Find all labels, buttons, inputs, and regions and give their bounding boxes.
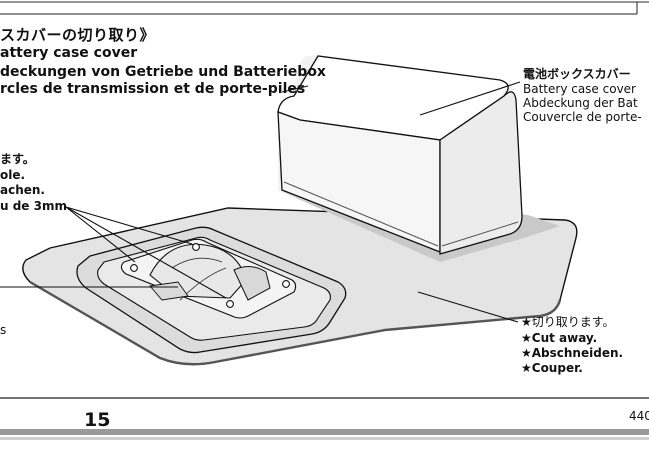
cut-note-de: ★Abschneiden. — [521, 346, 624, 360]
footer-bar — [0, 429, 649, 435]
base-plate-edge — [29, 280, 562, 366]
mount-hole — [130, 264, 138, 272]
cover-label-fr: Couvercle de porte- — [523, 110, 642, 124]
mount-hole — [192, 243, 200, 251]
leader-line — [65, 206, 193, 245]
cover-label-de: Abdeckung der Bat — [523, 96, 638, 110]
mount-hole — [226, 300, 234, 308]
hole-note-en: ole. — [0, 168, 26, 182]
mount-hole — [282, 280, 290, 288]
leader-line — [65, 206, 227, 299]
battery-cover-side — [439, 91, 523, 255]
leader-line — [417, 291, 519, 323]
cut-note-fr: ★Couper. — [521, 361, 583, 375]
leader-line — [281, 85, 309, 93]
title-german: deckungen von Getriebe und Batteriebox — [0, 64, 326, 80]
hole-note-fr: u de 3mm. — [0, 199, 72, 213]
partial-label: s — [0, 323, 7, 337]
page-number: 15 — [84, 409, 111, 431]
section-title: スカバーの切り取り》 — [0, 26, 156, 44]
leader-line — [65, 206, 136, 263]
cover-label-jp: 電池ボックスカバー — [523, 67, 631, 81]
footer-bar-light — [0, 437, 649, 440]
title-english: attery case cover — [0, 45, 138, 61]
hole-note-jp: ます。 — [0, 152, 35, 166]
cut-note-jp: ★切り取ります。 — [521, 315, 615, 329]
cover-label-en: Battery case cover — [523, 82, 636, 96]
hole-note-de: achen. — [0, 183, 45, 197]
leader-line — [419, 81, 521, 116]
item-code: 440 — [629, 409, 649, 423]
title-french: rcles de transmission et de porte-piles — [0, 81, 306, 97]
cut-note-en: ★Cut away. — [521, 331, 598, 345]
